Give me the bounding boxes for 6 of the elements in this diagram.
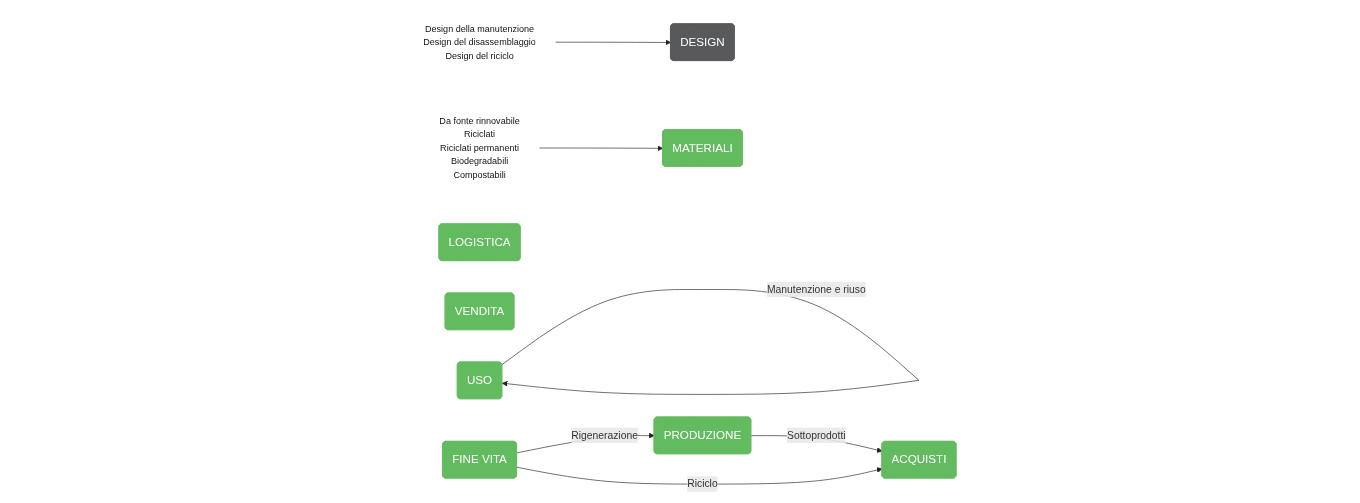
node-text: Da fonte rinnovabile Riciclati Riciclati permanenti Biodegradabili Compostabili [439, 114, 520, 180]
edge-label: Manutenzione e riuso [766, 283, 866, 295]
edge-label: Rigenerazione [571, 429, 638, 441]
edge-label: Riciclo [687, 477, 718, 489]
edge-label: Sottoprodotti [787, 429, 846, 441]
node-text: Design della manutenzione Design del disassemblaggio Design del riciclo [423, 22, 536, 61]
